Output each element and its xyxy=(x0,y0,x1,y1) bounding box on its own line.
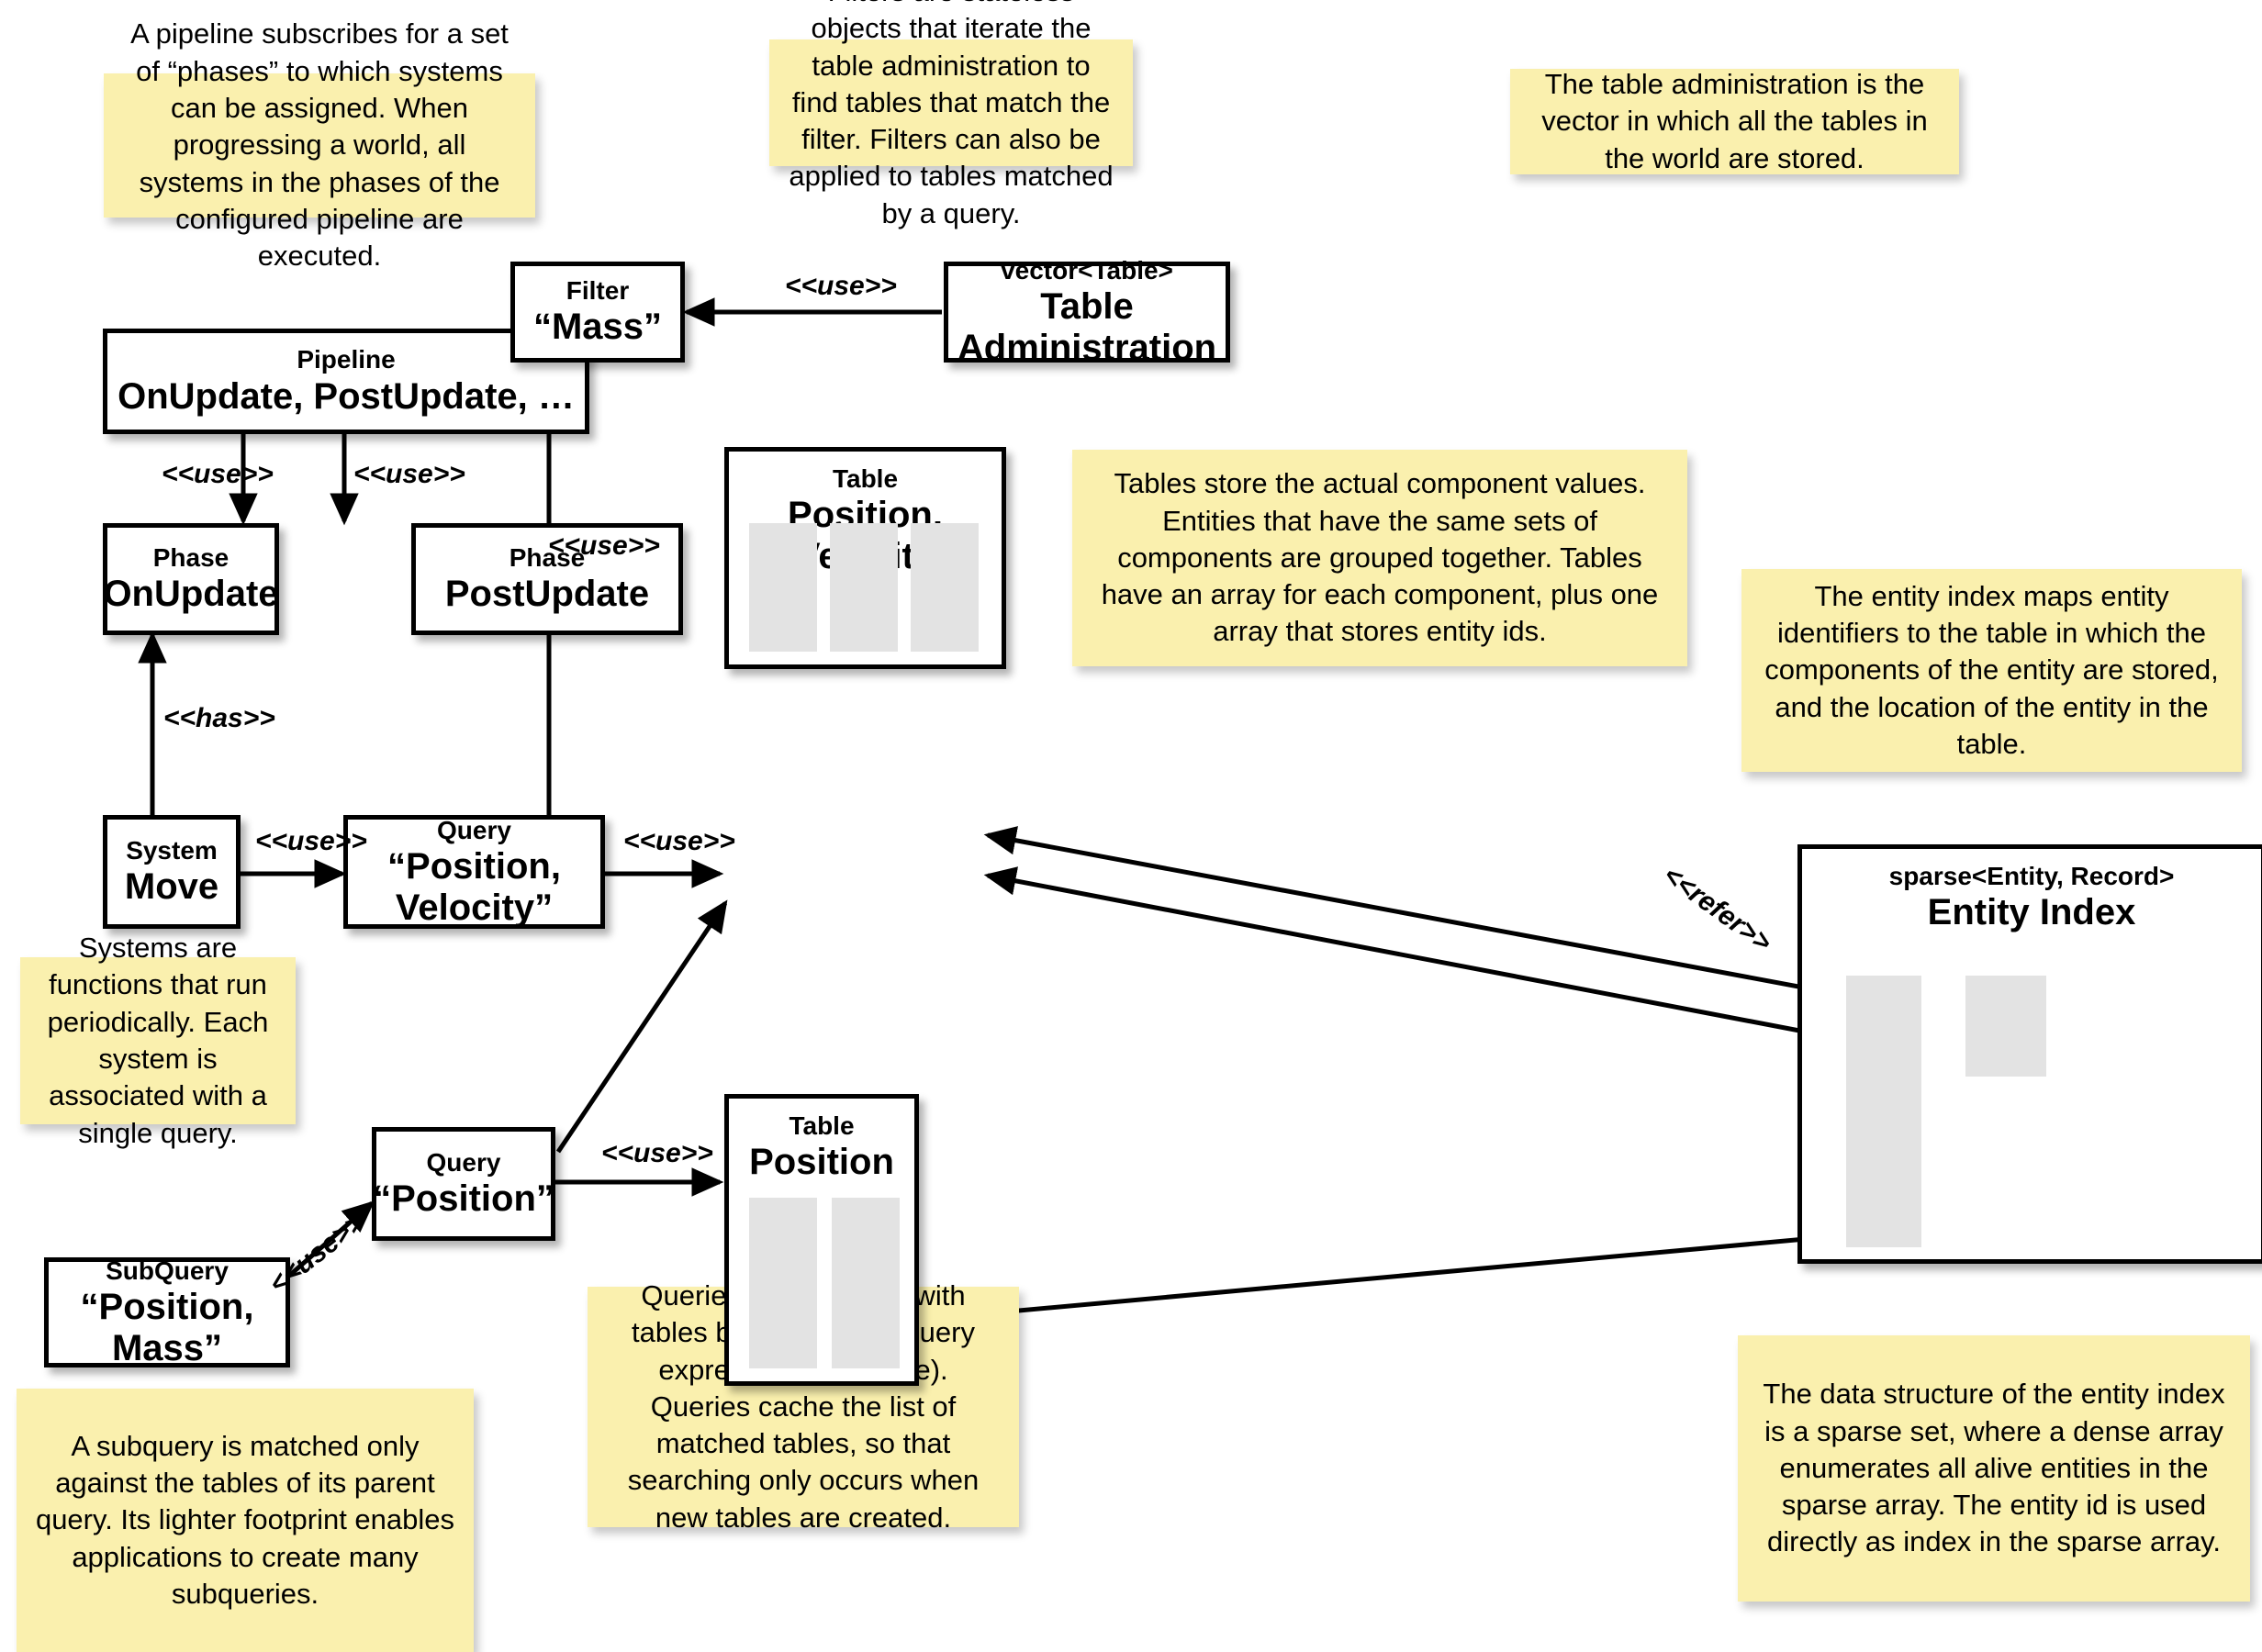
edge-label-query-filter: <<use>> xyxy=(548,530,660,561)
box-system-move-stereotype: System xyxy=(126,835,218,865)
table-position-columns xyxy=(749,1198,901,1368)
edge-label-admin-filter: <<use>> xyxy=(785,271,897,301)
box-phase-onupdate-title: OnUpdate xyxy=(103,574,279,615)
edge-label-subquery-query: <<use>> xyxy=(263,1207,371,1300)
box-phase-onupdate[interactable]: Phase OnUpdate xyxy=(103,523,279,635)
note-systems: Systems are functions that run periodica… xyxy=(20,932,296,1149)
box-table-administration-stereotype: vector<Table> xyxy=(1001,255,1173,285)
edge-entityindex-tablepos-line xyxy=(893,1233,1837,1334)
table-position-velocity-columns xyxy=(749,523,991,652)
note-tableadmin: The table administration is the vector i… xyxy=(1510,68,1959,174)
box-phase-onupdate-stereotype: Phase xyxy=(152,542,230,572)
box-entity-index-stereotype: sparse<Entity, Record> xyxy=(1888,862,2175,890)
box-subquery-position-mass-title: “Position, Mass” xyxy=(80,1286,254,1368)
box-entity-index-header: sparse<Entity, Record> Entity Index xyxy=(1802,849,2261,933)
box-entity-index-title: Entity Index xyxy=(1927,892,2136,932)
box-system-move[interactable]: System Move xyxy=(103,815,241,929)
edge-label-system-query: <<use>> xyxy=(255,826,367,856)
box-pipeline-stereotype: Pipeline xyxy=(297,345,396,374)
box-query-position[interactable]: Query “Position” xyxy=(372,1127,555,1241)
box-table-position-title: Position xyxy=(749,1142,894,1182)
box-filter-mass-stereotype: Filter xyxy=(566,275,630,305)
box-phase-postupdate[interactable]: Phase PostUpdate xyxy=(411,523,683,635)
edge-label-pipeline-onupdate: <<use>> xyxy=(162,459,274,489)
box-query-position-stereotype: Query xyxy=(426,1147,501,1177)
box-entity-index[interactable]: sparse<Entity, Record> Entity Index xyxy=(1797,844,2262,1264)
note-tableadmin-text: The table administration is the vector i… xyxy=(1541,68,1928,174)
box-filter-mass-title: “Mass” xyxy=(532,307,663,348)
note-subquery: A subquery is matched only against the t… xyxy=(17,1389,474,1652)
box-subquery-position-mass-stereotype: SubQuery xyxy=(106,1256,229,1285)
box-phase-postupdate-title: PostUpdate xyxy=(444,574,650,615)
box-table-position-header: Table Position xyxy=(729,1099,914,1183)
edge-label-system-phase: <<has>> xyxy=(163,703,275,733)
box-table-position[interactable]: Table Position xyxy=(724,1094,919,1386)
box-query-position-velocity-title: “Position, Velocity” xyxy=(387,845,561,928)
note-tables-text: Tables store the actual component values… xyxy=(1101,467,1659,648)
note-pipeline-text: A pipeline subscribes for a set of “phas… xyxy=(130,17,509,273)
note-entityidx-text: The entity index maps entity identifiers… xyxy=(1764,579,2219,760)
table-column-array xyxy=(749,1198,817,1368)
box-table-administration[interactable]: vector<Table> Table Administration xyxy=(944,256,1230,368)
note-subquery-text: A subquery is matched only against the t… xyxy=(35,1429,455,1610)
note-sparseset-text: The data structure of the entity index i… xyxy=(1763,1378,2225,1558)
box-pipeline[interactable]: Pipeline OnUpdate, PostUpdate, … xyxy=(103,329,589,434)
table-column-array xyxy=(830,523,898,652)
box-subquery-position-mass[interactable]: SubQuery “Position, Mass” xyxy=(44,1256,290,1368)
note-systems-text: Systems are functions that run periodica… xyxy=(47,932,269,1149)
box-pipeline-title: OnUpdate, PostUpdate, … xyxy=(118,375,575,417)
entity-index-sparse-array xyxy=(1846,976,1921,1247)
box-system-move-title: Move xyxy=(124,866,219,908)
box-query-position-velocity[interactable]: Query “Position, Velocity” xyxy=(343,815,605,929)
note-sparseset: The data structure of the entity index i… xyxy=(1738,1335,2250,1602)
edge-label-pipeline-postupdate: <<use>> xyxy=(353,459,465,489)
box-query-position-title: “Position” xyxy=(373,1178,554,1220)
box-table-position-velocity-stereotype: Table xyxy=(832,464,899,493)
edge-label-querypos-tablepos: <<use>> xyxy=(601,1138,713,1168)
note-filter-text: Filters are stateless objects that itera… xyxy=(789,0,1114,229)
edge-label-entityindex-refer: <<refer>> xyxy=(1657,860,1777,959)
entity-index-dense-array xyxy=(1965,976,2046,1077)
box-table-position-velocity[interactable]: Table Position, Velocity xyxy=(724,447,1006,669)
box-filter-mass[interactable]: Filter “Mass” xyxy=(510,262,685,363)
box-phase-postupdate-stereotype: Phase xyxy=(509,542,586,572)
table-column-array xyxy=(911,523,979,652)
table-column-array xyxy=(749,523,817,652)
edge-querypos-tableposvel-line xyxy=(555,899,728,1154)
note-filter: Filters are stateless objects that itera… xyxy=(769,0,1133,229)
note-entityidx: The entity index maps entity identifiers… xyxy=(1741,569,2242,772)
note-tables: Tables store the actual component values… xyxy=(1072,450,1687,666)
box-table-administration-title: Table Administration xyxy=(957,285,1217,368)
edge-label-query-table: <<use>> xyxy=(623,826,735,856)
table-column-array xyxy=(832,1198,900,1368)
box-query-position-velocity-stereotype: Query xyxy=(437,815,511,844)
box-table-position-stereotype: Table xyxy=(789,1111,855,1140)
note-pipeline: A pipeline subscribes for a set of “phas… xyxy=(104,17,535,272)
